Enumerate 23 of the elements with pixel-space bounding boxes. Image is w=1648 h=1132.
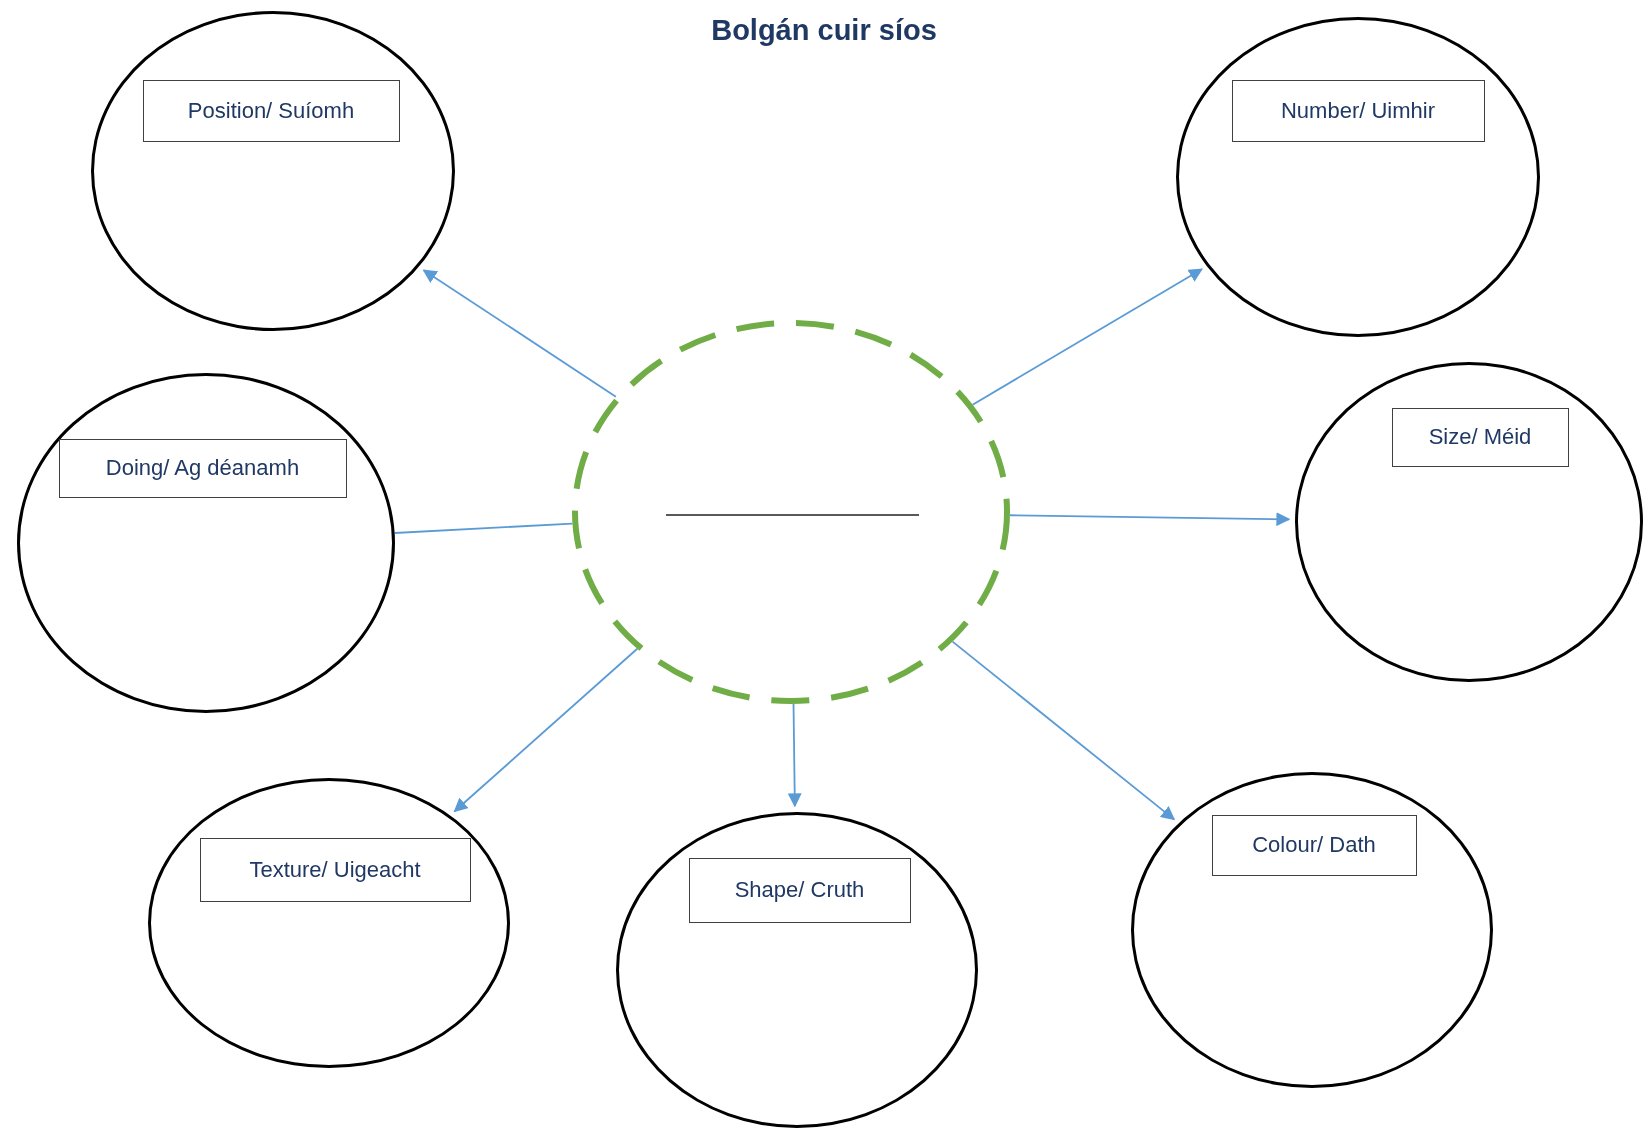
bubble-circle (148, 778, 510, 1068)
empty-circle-dashed (572, 320, 1010, 704)
arrow (1009, 512, 1291, 527)
connector-line (393, 522, 574, 534)
heading-label: Shape/ Cruth (688, 857, 911, 923)
bubble-circle (616, 812, 978, 1128)
arrow (787, 703, 802, 808)
bubble-circle (17, 373, 395, 713)
heading-label: Size/ Méid (1391, 407, 1569, 467)
bubble-circle (1295, 362, 1643, 682)
bubble-circle (1176, 17, 1540, 337)
arrow (422, 269, 617, 398)
bubble-circle (91, 11, 455, 331)
arrow (453, 647, 639, 813)
heading-label: Position/ Suíomh (142, 79, 400, 142)
heading-label: Colour/ Dath (1211, 814, 1417, 876)
diagram-title: Bolgán cuir síos (711, 14, 937, 46)
heading-label: Number/ Uimhir (1231, 79, 1485, 142)
arrow (971, 268, 1203, 406)
bubble-circle (1131, 772, 1493, 1088)
heading-label: Texture/ Uigeacht (199, 837, 471, 902)
heading-label: Doing/ Ag déanamh (58, 438, 347, 498)
arrow (951, 640, 1176, 821)
